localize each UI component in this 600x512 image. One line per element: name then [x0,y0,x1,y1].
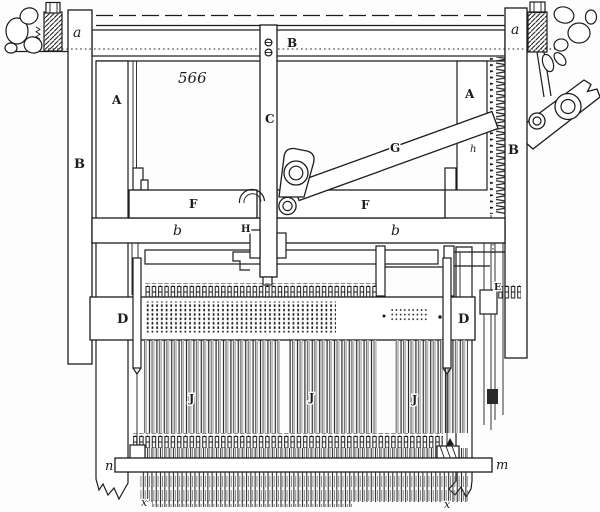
label-d-right: D [458,312,469,327]
batten-rail-b [91,167,506,297]
label-m: m [496,458,508,473]
label-j-left: J [188,392,194,405]
label-b-right-post: B [508,143,519,158]
hatched-block [527,11,548,53]
needle-board-d [89,296,476,341]
label-c: C [265,112,275,126]
right-post [504,7,528,359]
bottom-rail-nm [114,457,493,473]
needle-group-small [390,309,428,321]
hook-outer [238,188,266,204]
label-b-rail-left: b [173,223,182,239]
right-hanger-rod [442,257,452,369]
griff-beams-f [128,189,446,219]
hook-inner [243,193,262,204]
bolt-cap [45,1,61,14]
label-g: G [390,141,400,155]
rack-coil-bar [490,57,505,214]
warp-fringe [140,472,468,507]
needle-bar-c [232,24,287,286]
label-a-right: a [511,22,519,38]
left-frame-board [95,60,129,501]
label-a-left: a [73,25,81,41]
lever-g [238,110,499,216]
label-n: n [105,459,113,474]
needle-field [146,301,336,333]
label-f-right: F [361,198,370,212]
label-x-left: x [141,496,148,509]
label-f-left: F [189,197,198,211]
label-b-rail-right: b [391,223,400,239]
warp-upper [140,448,468,458]
labels: 566 a a B B B A A C G F F b b H h E D D … [72,21,521,512]
heddles-j [132,257,468,455]
left-wingnut-clamp [4,1,68,54]
label-a-frame-right: A [464,87,475,101]
label-b-top-beam: B [287,36,297,50]
top-beam [91,14,506,57]
label-b-left-post: B [74,157,85,172]
label-x-right: x [444,498,451,511]
hatched-block [43,11,63,52]
label-j-right: J [411,393,417,406]
label-e: E [494,282,501,293]
label-j-middle: J [308,391,314,404]
outer-link-arm [512,79,600,150]
lifter-mechanism-e [454,215,521,430]
label-a-frame-left: A [111,93,122,107]
label-d-left: D [117,312,128,327]
label-h-hook: H [241,224,250,235]
label-figure-number: 566 [178,69,207,87]
left-hanger-rod [132,257,142,369]
top-comb [145,283,377,298]
bolt-cap [529,1,546,14]
left-post [67,9,93,365]
label-h-rack: h [470,144,476,155]
spring-coil [35,26,41,40]
right-wingnut-clamp [527,1,598,98]
